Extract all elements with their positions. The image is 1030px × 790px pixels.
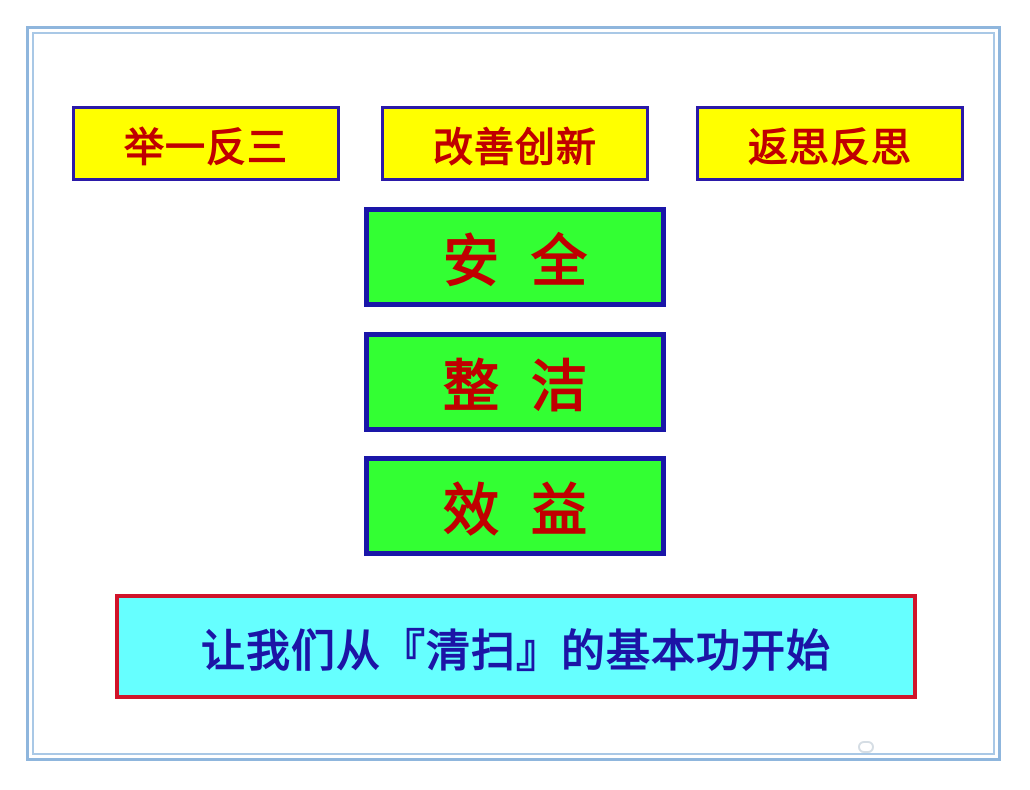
pillar-label-1: 安全	[443, 229, 619, 295]
slogan-text: 让我们从『清扫』的基本功开始	[201, 625, 831, 677]
watermark	[858, 733, 998, 761]
outer-frame	[26, 26, 1001, 761]
tag-box-3: 返思反思	[696, 106, 964, 181]
slogan-box: 让我们从『清扫』的基本功开始	[115, 594, 917, 699]
tag-label-3: 返思反思	[748, 124, 912, 171]
pillar-box-cleanliness: 整洁	[364, 332, 666, 432]
pillar-box-safety: 安全	[364, 207, 666, 307]
tag-label-1: 举一反三	[124, 124, 288, 171]
tag-box-1: 举一反三	[72, 106, 340, 181]
tag-label-2: 改善创新	[433, 124, 597, 171]
inner-frame	[32, 32, 995, 755]
tag-box-2: 改善创新	[381, 106, 649, 181]
pillar-box-benefit: 效益	[364, 456, 666, 556]
pillar-label-2: 整洁	[443, 354, 619, 420]
pillar-label-3: 效益	[443, 478, 619, 544]
wechat-icon	[858, 741, 874, 753]
